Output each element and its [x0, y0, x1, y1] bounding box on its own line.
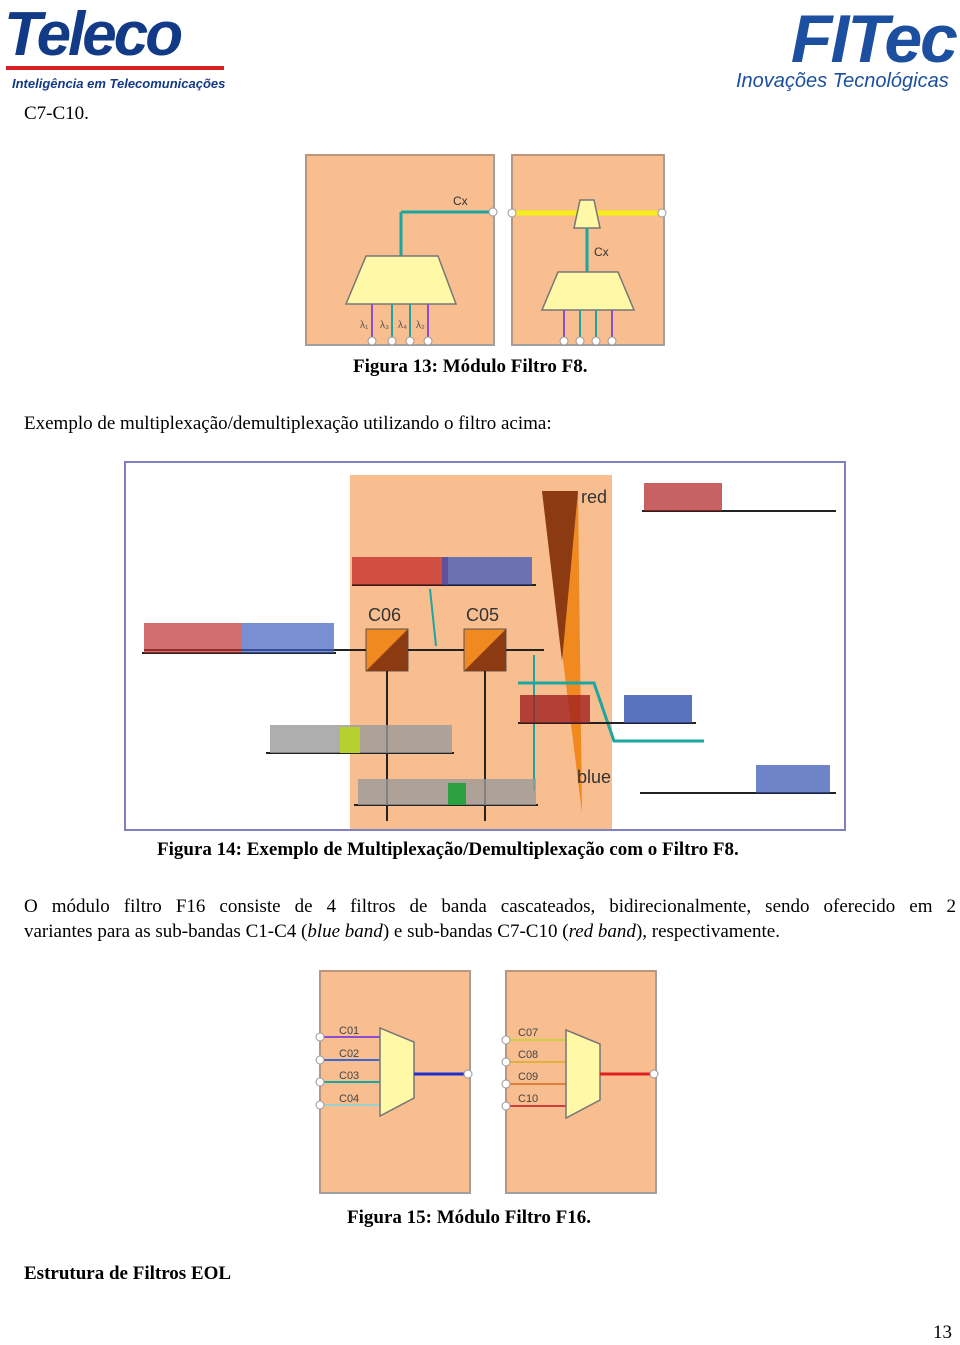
f16-channel-label: C02: [339, 1048, 359, 1060]
fitec-logo-wordmark: FITec: [790, 1, 958, 77]
f8-left-cx-label: Cx: [453, 194, 468, 208]
figure-15-caption: Figura 15: Módulo Filtro F16.: [347, 1207, 591, 1228]
f8-right-cx-label: Cx: [594, 245, 609, 259]
fitec-logo-tagline: Inovações Tecnológicas: [736, 70, 949, 92]
f16-right-panel: C07 C08 C09 C10: [501, 970, 659, 1194]
f14-spectrum-left: [142, 623, 336, 654]
body-paragraph: O módulo filtro F16 consiste de 4 filtro…: [24, 894, 956, 944]
f14-spectrum-bottom: [354, 779, 538, 806]
f16-channel-label: C09: [518, 1071, 538, 1083]
paragraph-text: ), respectivamente.: [635, 921, 780, 942]
f16-channel-label: C04: [339, 1093, 359, 1105]
red-band-term: red band: [568, 921, 636, 942]
teleco-logo-tagline: Inteligência em Telecomunicações: [12, 76, 226, 91]
paragraph-text: variantes para as sub-bandas C1-C4 (: [24, 921, 308, 942]
f8-right-small-filter: [573, 199, 601, 229]
f16-left-mux: [379, 1026, 415, 1118]
f14-spectrum-top: [352, 557, 536, 586]
blue-band-term: blue band: [307, 921, 383, 942]
figure-15-image: C01 C02 C03 C04 C07 C08 C09 C10: [315, 970, 659, 1194]
f16-channel-label: C07: [518, 1027, 538, 1039]
figure-14-caption: Figura 14: Exemplo de Multiplexação/Demu…: [157, 839, 739, 860]
f8-right-panel: Cx: [507, 154, 667, 346]
figure-14-image: red blue C06 C05: [124, 461, 846, 831]
paragraph-line-2: variantes para as sub-bandas C1-C4 (blue…: [24, 921, 780, 942]
f16-left-panel: C01 C02 C03 C04: [315, 970, 473, 1194]
lambda-label: λ₂: [416, 320, 425, 331]
teleco-logo-underline: [6, 66, 224, 70]
paragraph-line-1: O módulo filtro F16 consiste de 4 filtro…: [24, 896, 956, 917]
intro-text: Exemplo de multiplexação/demultiplexação…: [24, 413, 552, 434]
f14-spectrum-middle: [266, 725, 454, 754]
f8-right-filter: [540, 271, 636, 311]
f16-channel-label: C08: [518, 1049, 538, 1061]
f16-channel-label: C01: [339, 1025, 359, 1037]
f16-channel-label: C10: [518, 1093, 538, 1105]
f16-channel-label: C03: [339, 1070, 359, 1082]
f14-spectrum-bottom-right: [640, 765, 836, 794]
section-heading: Estrutura de Filtros EOL: [24, 1263, 232, 1284]
f14-c05-label: C05: [466, 605, 499, 625]
teleco-logo: Teleco Inteligência em Telecomunicações: [4, 4, 230, 96]
f14-red-label: red: [581, 487, 607, 507]
teleco-logo-wordmark: Teleco: [4, 0, 183, 69]
f16-right-mux: [565, 1028, 601, 1120]
figure-13-image: Cx λ₁ λ₃ λ₄ λ₂ Cx: [305, 154, 667, 346]
paragraph-text: ) e sub-bandas C7-C10 (: [382, 921, 569, 942]
figure-13-caption: Figura 13: Módulo Filtro F8.: [353, 356, 588, 377]
f14-blue-label: blue: [577, 767, 611, 787]
lambda-label: λ₃: [380, 320, 389, 331]
page-number: 13: [933, 1322, 952, 1343]
top-fragment: C7-C10.: [24, 103, 89, 124]
f14-c06-label: C06: [368, 605, 401, 625]
fitec-logo: FITec Inovações Tecnológicas: [734, 1, 958, 96]
f14-spectrum-right-mid: [518, 695, 696, 724]
f8-left-filter: [344, 255, 458, 305]
lambda-label: λ₁: [360, 320, 369, 331]
f8-left-panel: Cx λ₁ λ₃ λ₄ λ₂: [305, 154, 498, 346]
lambda-label: λ₄: [398, 320, 407, 331]
f14-spectrum-top-right: [642, 483, 836, 512]
